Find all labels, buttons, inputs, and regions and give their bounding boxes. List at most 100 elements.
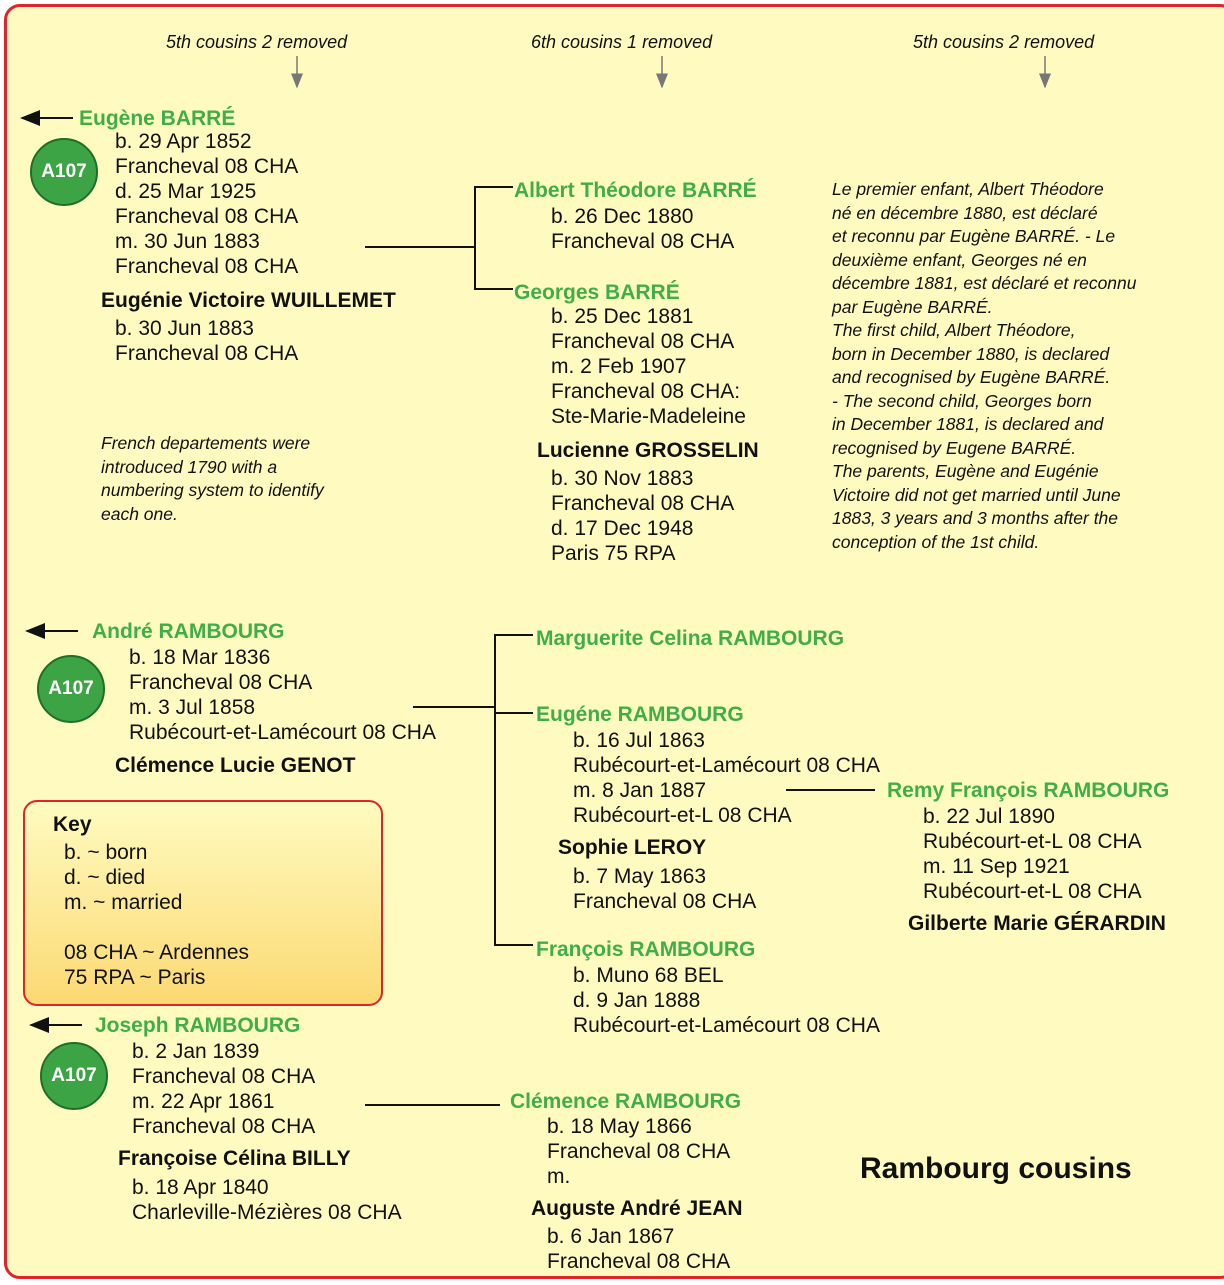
spouse-name-gilberte: Gilberte Marie GÉRARDIN — [908, 912, 1166, 935]
spouse-details-lucienne: b. 30 Nov 1883 Francheval 08 CHA d. 17 D… — [551, 466, 734, 566]
detail-line: Rubécourt-et-Lamécourt 08 CHA — [129, 721, 436, 744]
spouse-details-sophie: b. 7 May 1863 Francheval 08 CHA — [573, 864, 756, 914]
a107-badge[interactable]: A107 — [40, 1042, 108, 1110]
barre-family-lines — [365, 186, 513, 290]
header-right: 5th cousins 2 removed — [913, 32, 1095, 52]
person-name-joseph: Joseph RAMBOURG — [95, 1014, 301, 1037]
detail-line: Rubécourt-et-L 08 CHA — [923, 880, 1142, 903]
detail-line: Francheval 08 CHA — [129, 671, 313, 694]
detail-line: m. 22 Apr 1861 — [132, 1090, 275, 1113]
person-name-francois: François RAMBOURG — [536, 938, 756, 961]
detail-line: m. 11 Sep 1921 — [923, 855, 1070, 878]
detail-line: Francheval 08 CHA — [132, 1115, 316, 1138]
detail-line: Francheval 08 CHA — [115, 155, 299, 178]
note-line: Victoire did not get married until June — [832, 484, 1121, 505]
spouse-name-sophie: Sophie LEROY — [558, 836, 707, 859]
note-line: deuxième enfant, Georges né en — [832, 249, 1087, 270]
key-item: b. ~ born — [64, 841, 148, 864]
page-title: Rambourg cousins — [860, 1152, 1132, 1185]
key-box — [23, 800, 383, 1006]
key-item: 75 RPA ~ Paris — [64, 966, 206, 989]
note-line: - The second child, Georges born — [832, 390, 1092, 411]
note-line: décembre 1881, est déclaré et reconnu — [832, 273, 1137, 293]
detail-line: Francheval 08 CHA — [551, 492, 735, 515]
detail-line: d. 9 Jan 1888 — [573, 989, 701, 1012]
detail-line: Francheval 08 CHA: — [551, 380, 741, 403]
detail-line: b. 26 Dec 1880 — [551, 205, 694, 228]
detail-line: Paris 75 RPA — [551, 542, 676, 565]
andre-family-lines — [413, 634, 875, 946]
detail-line: b. 18 Apr 1840 — [132, 1176, 269, 1199]
note-line: né en décembre 1880, est déclaré — [832, 202, 1098, 223]
spouse-name-auguste: Auguste André JEAN — [531, 1197, 743, 1220]
person-name-albert: Albert Théodore BARRÉ — [514, 179, 757, 202]
header-center: 6th cousins 1 removed — [531, 32, 713, 52]
person-details-albert: b. 26 Dec 1880 Francheval 08 CHA — [551, 204, 734, 254]
detail-line: b. 18 May 1866 — [547, 1115, 692, 1138]
note-line: each one. — [101, 503, 178, 524]
detail-line: Rubécourt-et-Lamécourt 08 CHA — [573, 1014, 880, 1037]
detail-line: d. 17 Dec 1948 — [551, 517, 694, 540]
note-line: numbering system to identify — [101, 480, 324, 500]
barre-note: Le premier enfant, Albert Théodore né en… — [832, 178, 1137, 554]
detail-line: Rubécourt-et-L 08 CHA — [573, 804, 792, 827]
detail-line: b. 29 Apr 1852 — [115, 130, 252, 153]
detail-line: Francheval 08 CHA — [115, 205, 299, 228]
detail-line: b. Muno 68 BEL — [573, 964, 724, 987]
key-items: b. ~ born d. ~ died m. ~ married 08 CHA … — [64, 840, 249, 990]
note-line: The parents, Eugène and Eugénie — [832, 461, 1099, 481]
header-left: 5th cousins 2 removed — [166, 32, 348, 52]
note-line: conception of the 1st child. — [832, 531, 1040, 552]
detail-line: m. 8 Jan 1887 — [573, 779, 707, 802]
detail-line: m. — [547, 1165, 571, 1188]
a107-badge[interactable]: A107 — [37, 655, 105, 723]
detail-line: b. 6 Jan 1867 — [547, 1225, 675, 1248]
detail-line: Francheval 08 CHA — [132, 1065, 316, 1088]
person-details-andre: b. 18 Mar 1836 Francheval 08 CHA m. 3 Ju… — [129, 645, 436, 745]
a107-badge[interactable]: A107 — [30, 138, 98, 206]
person-details-clemence: b. 18 May 1866 Francheval 08 CHA m. — [547, 1114, 730, 1189]
note-line: 1883, 3 years and 3 months after the — [832, 508, 1119, 528]
detail-line: Francheval 08 CHA — [115, 255, 299, 278]
chart-frame — [4, 4, 1224, 1279]
note-line: The first child, Albert Théodore, — [832, 320, 1076, 340]
detail-line: d. 25 Mar 1925 — [115, 180, 257, 203]
detail-line: Ste-Marie-Madeleine — [551, 405, 746, 428]
spouse-name-clemence-lucie: Clémence Lucie GENOT — [115, 754, 356, 777]
person-details-eugene-barre: b. 29 Apr 1852 Francheval 08 CHA d. 25 M… — [115, 129, 298, 279]
person-name-remy: Remy François RAMBOURG — [887, 779, 1170, 802]
detail-line: Francheval 08 CHA — [547, 1140, 731, 1163]
detail-line: b. 2 Jan 1839 — [132, 1040, 260, 1063]
departement-note: French departements were introduced 1790… — [101, 432, 324, 526]
detail-line: b. 16 Jul 1863 — [573, 729, 705, 752]
person-name-eugene-barre: Eugène BARRÉ — [79, 107, 236, 130]
person-details-francois: b. Muno 68 BEL d. 9 Jan 1888 Rubécourt-e… — [573, 963, 880, 1038]
person-details-joseph: b. 2 Jan 1839 Francheval 08 CHA m. 22 Ap… — [132, 1039, 315, 1139]
detail-line: m. 3 Jul 1858 — [129, 696, 256, 719]
detail-line: Francheval 08 CHA — [551, 330, 735, 353]
spouse-name-lucienne: Lucienne GROSSELIN — [537, 439, 759, 462]
note-line: and recognised by Eugène BARRÉ. — [832, 367, 1111, 387]
detail-line: Rubécourt-et-L 08 CHA — [923, 830, 1142, 853]
detail-line: m. 2 Feb 1907 — [551, 355, 687, 378]
spouse-details-auguste: b. 6 Jan 1867 Francheval 08 CHA — [547, 1224, 730, 1274]
detail-line: b. 7 May 1863 — [573, 865, 707, 888]
spouse-details-francoise: b. 18 Apr 1840 Charleville-Mézières 08 C… — [132, 1175, 402, 1225]
note-line: French departements were — [101, 433, 311, 453]
person-name-georges: Georges BARRÉ — [514, 281, 680, 304]
detail-line: b. 30 Nov 1883 — [551, 467, 694, 490]
note-line: Le premier enfant, Albert Théodore — [832, 179, 1104, 199]
spouse-details-eugenie: b. 30 Jun 1883 Francheval 08 CHA — [115, 316, 298, 366]
person-name-eugene-rambourg: Eugéne RAMBOURG — [536, 703, 744, 726]
note-line: recognised by Eugene BARRÉ. — [832, 437, 1077, 458]
detail-line: b. 18 Mar 1836 — [129, 646, 271, 669]
person-name-andre: André RAMBOURG — [92, 620, 285, 643]
detail-line: b. 25 Dec 1881 — [551, 305, 694, 328]
key-item — [64, 915, 249, 940]
detail-line: Charleville-Mézières 08 CHA — [132, 1201, 402, 1224]
detail-line: b. 30 Jun 1883 — [115, 317, 254, 340]
detail-line: m. 30 Jun 1883 — [115, 230, 260, 253]
person-name-marguerite: Marguerite Celina RAMBOURG — [536, 627, 845, 650]
detail-line: Francheval 08 CHA — [547, 1250, 731, 1273]
